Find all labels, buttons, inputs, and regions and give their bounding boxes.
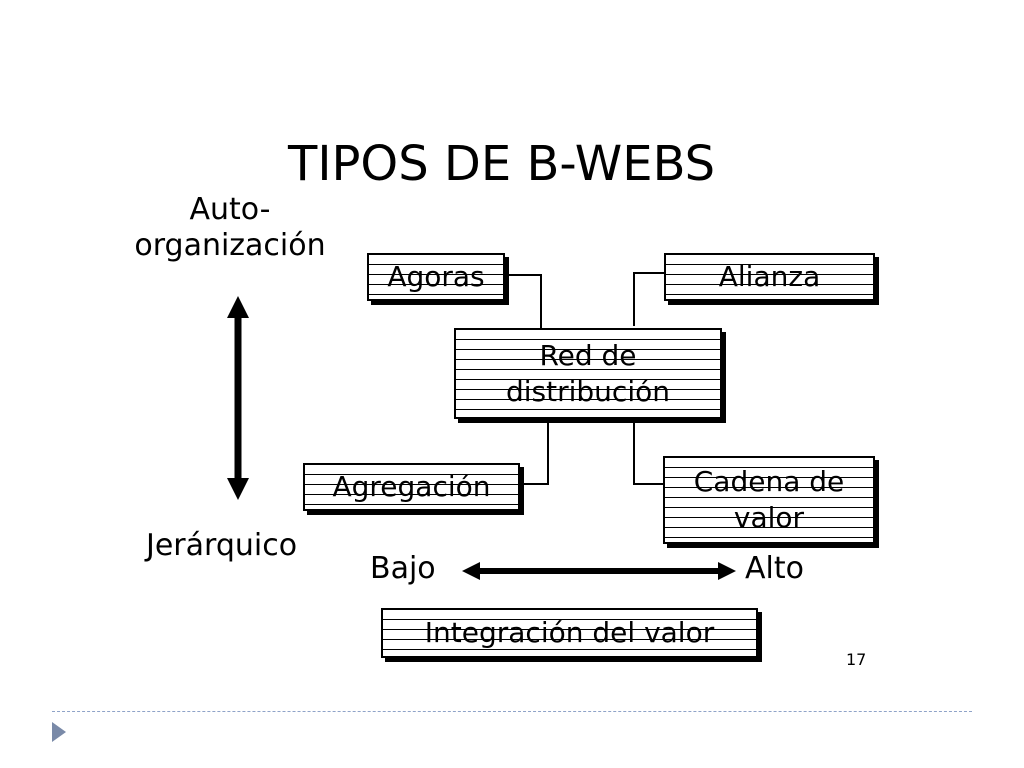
vertical-axis-top-label-line2: organización — [134, 228, 326, 263]
play-triangle-icon[interactable] — [52, 722, 66, 742]
slide-number: 17 — [846, 650, 867, 669]
box-alianza: Alianza — [664, 253, 875, 301]
horizontal-axis-right-label: Alto — [745, 551, 804, 586]
box-agoras: Agoras — [367, 253, 505, 301]
horizontal-double-arrow — [462, 562, 736, 580]
box-red-label-line2: distribución — [506, 374, 670, 408]
box-cadena-label-line1: Cadena de — [693, 465, 845, 498]
box-cadena-label-line2: valor — [733, 501, 805, 534]
horizontal-axis-caption: Integración del valor — [424, 616, 715, 649]
box-alianza-label: Alianza — [718, 260, 821, 293]
box-red-distribucion: Red de distribución — [454, 328, 722, 419]
vertical-axis-top-label: Auto- organización — [122, 192, 338, 264]
box-agregacion: Agregación — [303, 463, 520, 511]
box-integracion-valor: Integración del valor — [381, 608, 758, 658]
vertical-axis-top-label-line1: Auto- — [189, 192, 271, 227]
vertical-double-arrow — [227, 296, 249, 500]
footer-divider — [52, 711, 972, 712]
vertical-axis-bottom-label: Jerárquico — [146, 528, 298, 563]
box-agoras-label: Agoras — [387, 260, 485, 293]
slide-title: TIPOS DE B-WEBS — [288, 136, 716, 192]
box-cadena-valor: Cadena de valor — [663, 456, 875, 544]
horizontal-axis-left-label: Bajo — [370, 551, 436, 586]
box-agregacion-label: Agregación — [332, 470, 491, 503]
box-red-label-line1: Red de — [539, 338, 637, 372]
connector-lines — [505, 272, 666, 485]
